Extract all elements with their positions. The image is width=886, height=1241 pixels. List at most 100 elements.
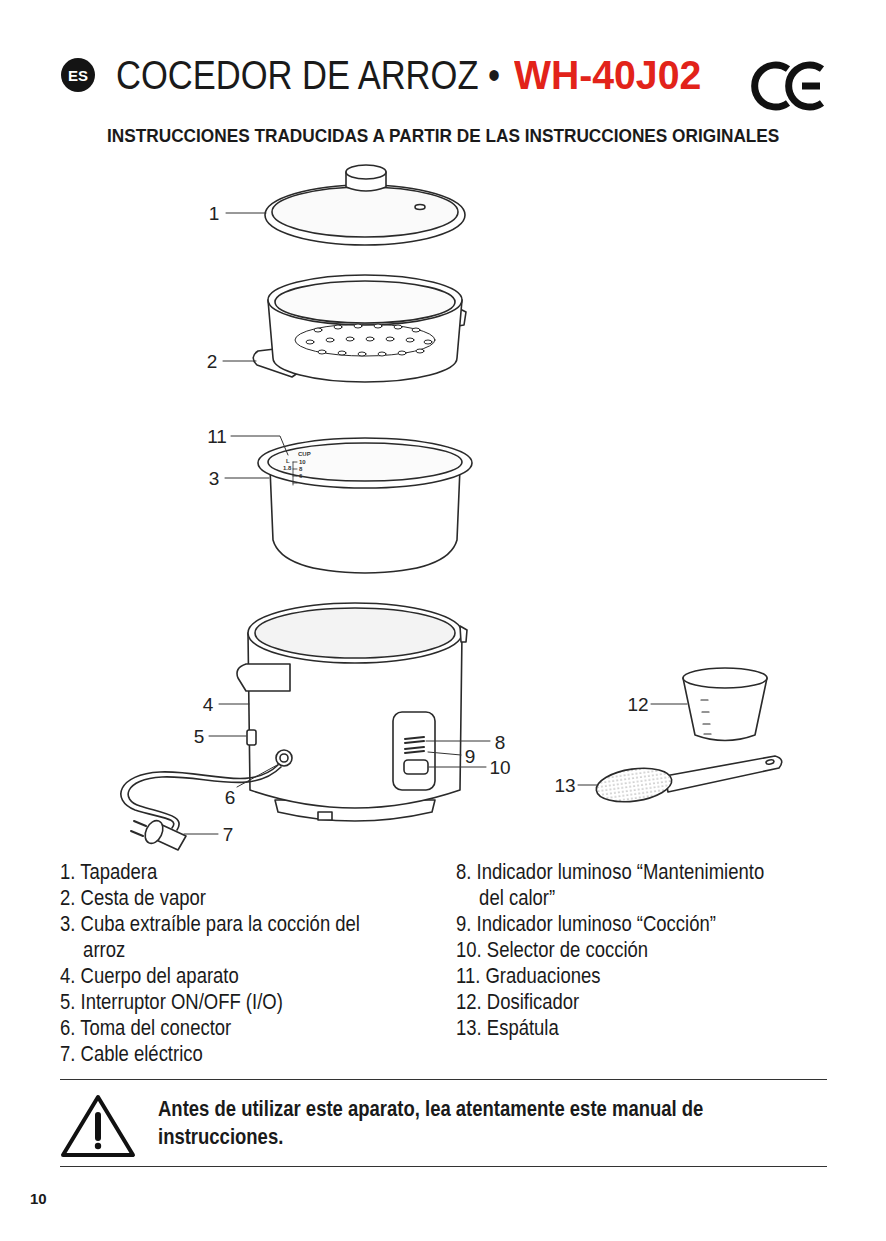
parts-list-item: 2. Cesta de vapor [60,885,383,911]
warning-band: Antes de utilizar este aparato, lea aten… [60,1079,827,1167]
cooker-body-drawing-part [276,750,292,766]
parts-list-item: 8. Indicador luminoso “Mantenimiento del… [456,859,767,911]
parts-list-column: 1. Tapadera2. Cesta de vapor3. Cuba extr… [60,859,383,1067]
parts-list-item: 13. Espátula [456,1015,767,1041]
leader-lines-part [237,764,279,787]
parts-list-item: 10. Selector de cocción [456,937,767,963]
leader-lines [184,213,687,834]
parts-list-item: 11. Graduaciones [456,963,767,989]
steam-basket-drawing-part-part [354,324,362,328]
lid-drawing-part [265,185,465,245]
leader-lines-part [209,736,246,737]
steam-basket-drawing-part [268,275,462,325]
callout-number: 7 [223,825,234,844]
warning-icon-part [95,1115,101,1138]
inner-pot-drawing [258,438,472,573]
inner-pot-drawing-part-part [293,483,297,484]
warning-icon-part [95,1143,101,1149]
callout-number: 2 [207,352,218,371]
parts-list-item: 3. Cuba extraíble para la cocción del ar… [60,911,383,963]
steam-basket-drawing-part [295,324,435,356]
callout-number: 6 [225,788,236,807]
steam-basket-drawing-part [306,324,432,356]
leader-lines-part [429,767,486,768]
language-badge: ES [61,58,95,92]
inner-pot-drawing-part-part [293,476,297,477]
inner-pot-drawing-part-part [293,469,297,470]
steam-basket-drawing-part-part [416,349,424,353]
cooker-body-drawing-part [404,760,428,774]
warning-icon-part [63,1097,133,1155]
ce-mark-part [755,65,788,107]
lid-drawing-part [272,187,458,237]
spatula-drawing-part [766,759,775,765]
steam-basket-drawing-part-part [386,337,394,341]
cooker-body-drawing-part [248,603,462,663]
callout-number: 8 [495,733,506,752]
steam-basket-drawing-part-part [358,352,366,356]
graduation-mark: 1.8 [283,465,291,471]
steam-basket-drawing-part-part [338,351,346,355]
cooker-body-drawing-part [318,812,332,820]
power-cord-drawing-part [142,818,167,847]
inner-pot-drawing-part [293,462,297,485]
steam-basket-drawing [253,275,466,382]
graduation-mark: 10 [299,459,306,465]
graduation-mark: 8 [299,466,302,472]
cooker-body-drawing-part [460,626,467,642]
ce-mark [755,65,822,107]
callout-number: 4 [203,695,214,714]
power-cord-drawing-part [121,765,278,828]
leader-lines-part [231,436,288,455]
steam-basket-drawing-part-part [398,351,406,355]
cooker-body-drawing-part [247,730,256,745]
leader-lines-part [578,785,598,786]
leader-lines-part [184,834,218,835]
leader-lines-part [428,752,461,755]
inner-pot-drawing-part-part [293,462,294,485]
cooker-body-drawing [237,603,467,821]
cooker-body-drawing-part [393,712,435,790]
lid-drawing [265,165,465,245]
steam-basket-drawing-part-part [334,325,342,329]
parts-list-item: 6. Toma del conector [60,1015,383,1041]
cooker-body-drawing-part [255,608,455,658]
ce-mark-part [802,83,820,90]
inner-pot-drawing-part [268,443,462,481]
steam-basket-drawing-part-part [378,352,386,356]
steam-basket-drawing-part-part [326,338,334,342]
inner-pot-drawing-part [258,438,472,488]
steam-basket-drawing-part-part [346,337,354,341]
callout-number: 3 [209,469,220,488]
parts-list-column: 8. Indicador luminoso “Mantenimiento del… [456,859,767,1041]
leader-lines-part [225,478,269,479]
measuring-cup-drawing [683,668,767,741]
parts-list-item: 4. Cuerpo del aparato [60,963,383,989]
subtitle: INSTRUCCIONES TRADUCIDAS A PARTIR DE LAS… [107,126,779,145]
graduation-mark: CUP [298,451,311,457]
parts-list-item: 1. Tapadera [60,859,383,885]
leader-lines-part [219,704,249,705]
parts-list-item: 12. Dosificador [456,989,767,1015]
cooker-body-drawing-part [280,754,288,762]
steam-basket-drawing-part-part [412,328,420,332]
leader-lines-part [426,741,490,742]
graduation-mark: L [286,458,290,464]
node-text: Antes de utilizar este aparato, lea aten… [158,1095,775,1151]
measuring-cup-drawing-part [701,700,711,734]
steam-basket-drawing-part-part [374,324,382,328]
parts-list-item: 9. Indicador luminoso “Cocción” [456,911,767,937]
steam-basket-drawing-part-part [314,328,322,332]
page-number: 10 [30,1191,47,1206]
cooker-body-drawing-part [405,747,424,753]
steam-basket-drawing-part-part [406,338,414,342]
spatula-drawing-part [665,756,782,792]
callout-number: 9 [465,747,476,766]
ce-mark-part [789,65,822,107]
spatula-drawing [594,756,782,806]
title: COCEDOR DE ARROZ • [116,55,500,95]
callout-number: 13 [554,776,575,795]
power-cord-drawing-part [131,821,146,836]
callout-number: 10 [489,758,510,777]
